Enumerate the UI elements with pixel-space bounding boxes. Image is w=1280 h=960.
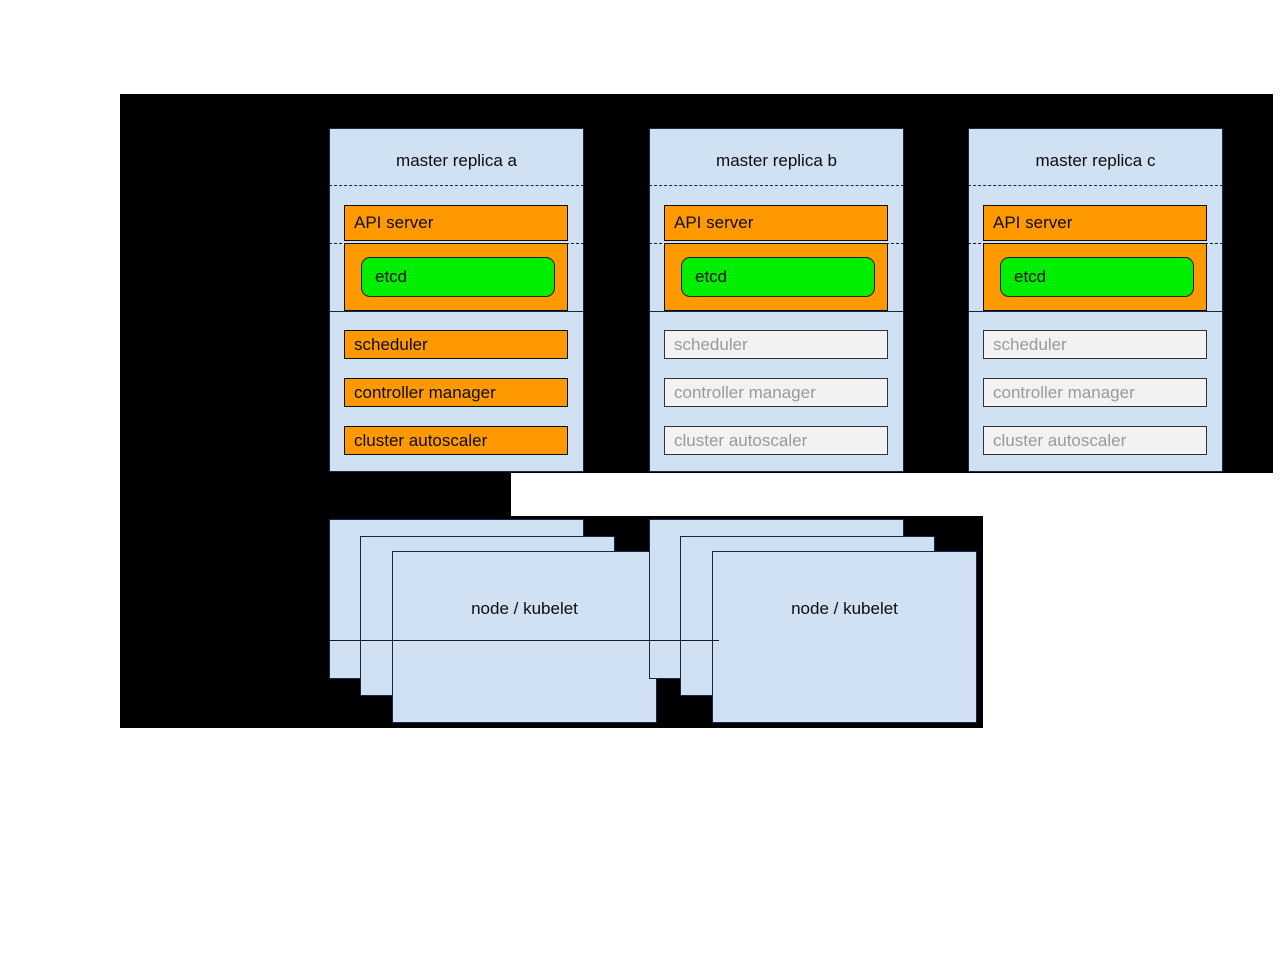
replica-a-divider-top xyxy=(329,185,584,186)
replica-c-cluster-autoscaler[interactable]: cluster autoscaler xyxy=(983,426,1207,455)
replica-c-divider-top xyxy=(968,185,1223,186)
replica-c-cluster-autoscaler-label: cluster autoscaler xyxy=(993,430,1127,450)
replica-b-etcd-label: etcd xyxy=(695,267,728,286)
replica-c-scheduler[interactable]: scheduler xyxy=(983,330,1207,359)
replica-b-scheduler-label: scheduler xyxy=(674,334,748,354)
master-replica-a-title: master replica a xyxy=(396,151,517,170)
replica-a-scheduler-label: scheduler xyxy=(354,334,428,354)
replica-a-api-server-label: API server xyxy=(354,213,434,232)
replica-c-etcd-label: etcd xyxy=(1014,267,1047,286)
replica-c-api-server-label: API server xyxy=(993,213,1073,232)
replica-b-etcd[interactable]: etcd xyxy=(681,257,875,297)
replica-a-cluster-autoscaler[interactable]: cluster autoscaler xyxy=(344,426,568,455)
replica-c-api-server[interactable]: API server xyxy=(983,205,1207,241)
master-replica-b-title: master replica b xyxy=(716,151,837,170)
replica-a-scheduler[interactable]: scheduler xyxy=(344,330,568,359)
node-group-2-label: node / kubelet xyxy=(791,599,898,618)
replica-b-cluster-autoscaler[interactable]: cluster autoscaler xyxy=(664,426,888,455)
replica-a-etcd[interactable]: etcd xyxy=(361,257,555,297)
node-group-2-divider xyxy=(649,640,719,641)
replica-a-etcd-label: etcd xyxy=(375,267,408,286)
node-group-1-card-front[interactable]: node / kubelet xyxy=(392,551,657,723)
cluster-backdrop-left-notch xyxy=(120,473,511,516)
replica-a-api-server[interactable]: API server xyxy=(344,205,568,241)
replica-b-cluster-autoscaler-label: cluster autoscaler xyxy=(674,430,808,450)
replica-c-scheduler-label: scheduler xyxy=(993,334,1067,354)
replica-a-controller-manager-label: controller manager xyxy=(354,382,496,402)
node-group-2-card-front[interactable]: node / kubelet xyxy=(712,551,977,723)
replica-b-api-server[interactable]: API server xyxy=(664,205,888,241)
node-group-1-divider xyxy=(329,640,657,641)
replica-b-controller-manager[interactable]: controller manager xyxy=(664,378,888,407)
replica-a-divider-etcd xyxy=(329,311,584,312)
replica-c-controller-manager-label: controller manager xyxy=(993,382,1135,402)
replica-b-divider-etcd xyxy=(649,311,904,312)
replica-b-controller-manager-label: controller manager xyxy=(674,382,816,402)
replica-c-divider-etcd xyxy=(968,311,1223,312)
master-replica-c-title: master replica c xyxy=(1035,151,1156,170)
replica-b-divider-top xyxy=(649,185,904,186)
replica-a-cluster-autoscaler-label: cluster autoscaler xyxy=(354,430,488,450)
replica-a-controller-manager[interactable]: controller manager xyxy=(344,378,568,407)
replica-c-controller-manager[interactable]: controller manager xyxy=(983,378,1207,407)
replica-b-scheduler[interactable]: scheduler xyxy=(664,330,888,359)
replica-c-etcd[interactable]: etcd xyxy=(1000,257,1194,297)
node-group-1-label: node / kubelet xyxy=(471,599,578,618)
replica-b-api-server-label: API server xyxy=(674,213,754,232)
